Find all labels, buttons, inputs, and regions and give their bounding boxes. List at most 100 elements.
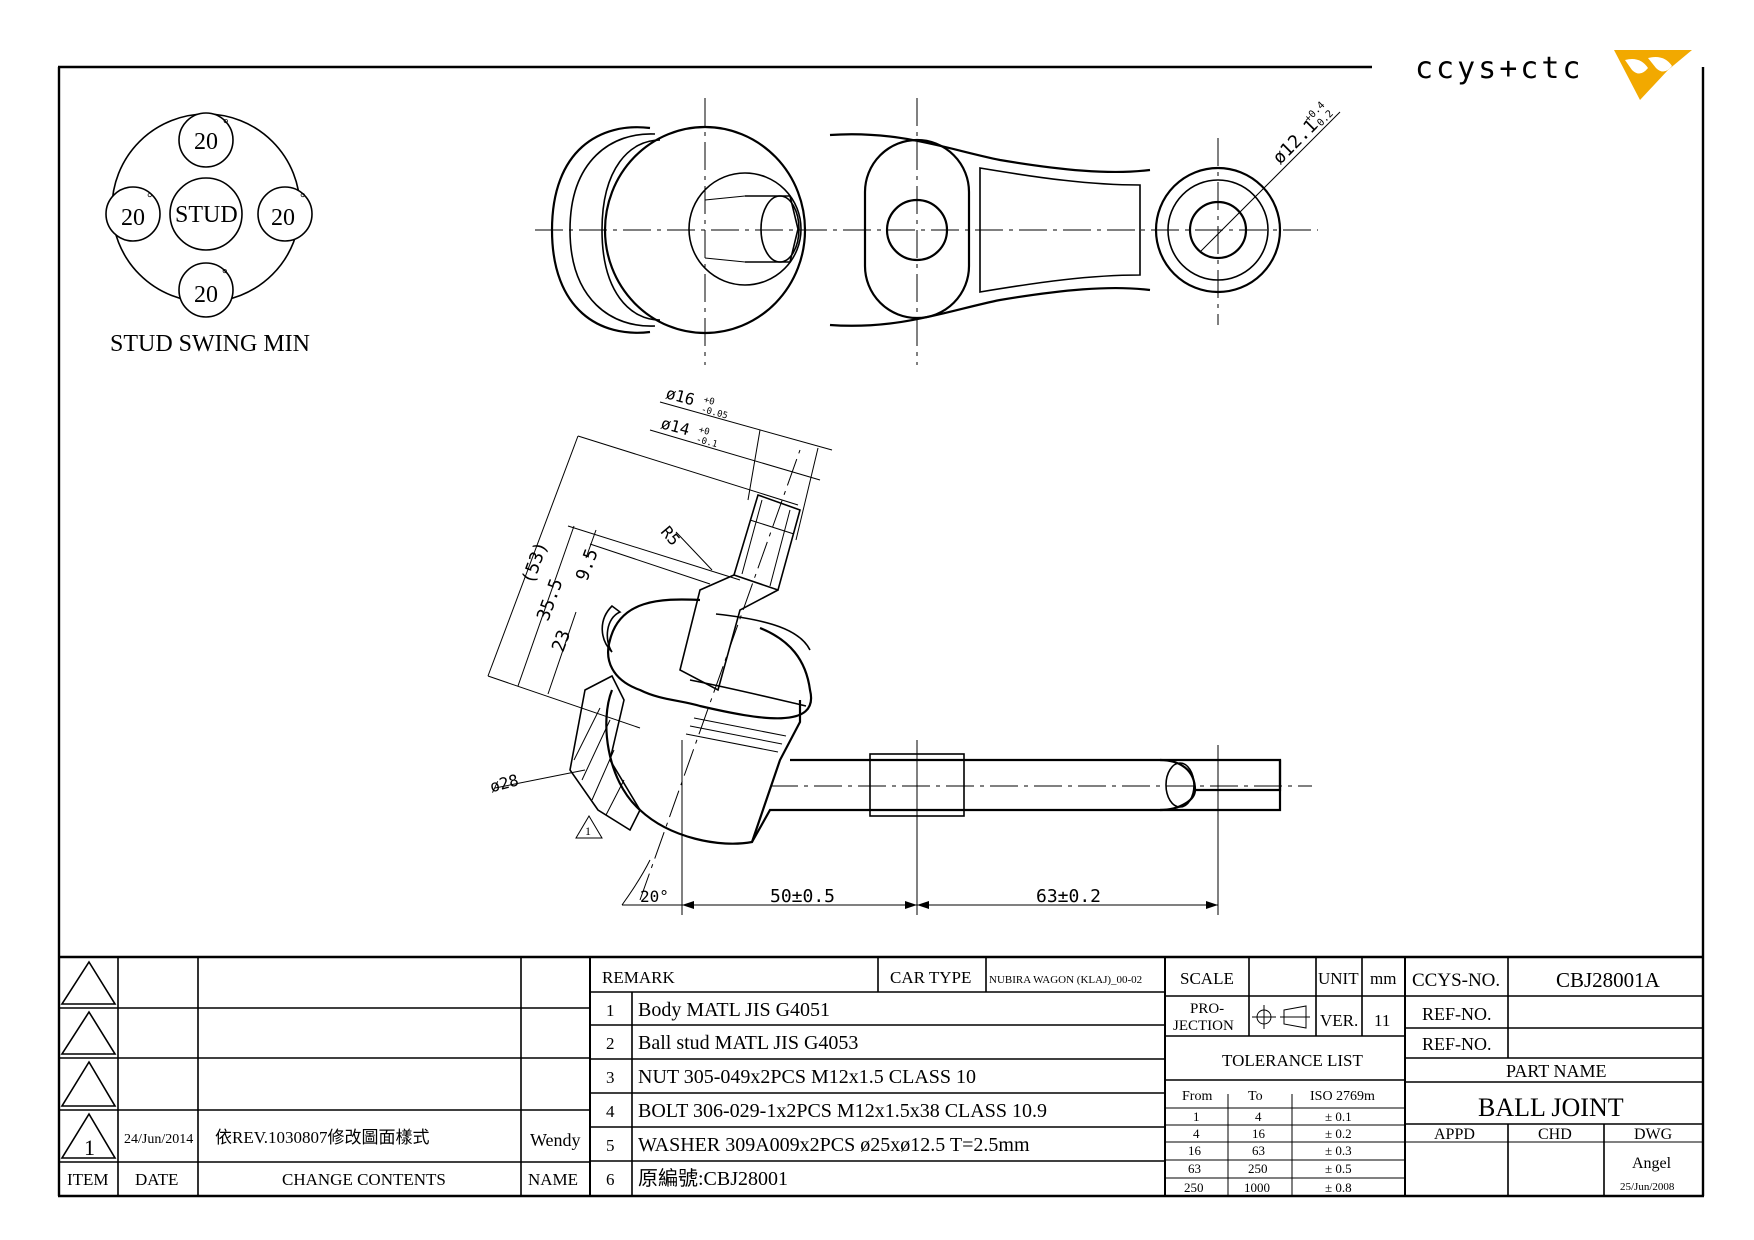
unit-value: mm	[1370, 969, 1396, 988]
hatch-4	[605, 779, 625, 816]
ext-53-bot	[487, 675, 641, 729]
rev-header-content: CHANGE CONTENTS	[282, 1170, 446, 1189]
top-view: ø12.1 +0.4 -0.2	[535, 98, 1341, 365]
d28-label: ø28	[488, 770, 521, 796]
d16-tol-lower: -0.05	[700, 405, 729, 422]
remark-text-4: BOLT 306-029-1x2PCS M12x1.5x38 CLASS 10.…	[638, 1100, 1047, 1122]
remark-text-1: Body MATL JIS G4051	[638, 999, 830, 1021]
tol-r4-from: 63	[1188, 1161, 1201, 1176]
remark-text-6: 原編號:CBJ28001	[638, 1167, 788, 1190]
appd-label: APPD	[1434, 1126, 1475, 1143]
stud-line-2	[704, 257, 746, 263]
remark-no-4: 4	[606, 1102, 615, 1121]
revision-table: 1 24/Jun/2014 依REV.1030807修改圖面樣式 Wendy I…	[59, 955, 591, 1196]
dim-arrow-a	[682, 901, 694, 909]
swing-right-circle	[257, 186, 313, 242]
scale-label: SCALE	[1180, 969, 1234, 988]
chd-label: CHD	[1538, 1126, 1572, 1143]
logo-mark-cutout	[1625, 59, 1648, 74]
dim-50-label: 50±0.5	[770, 886, 835, 907]
rev-triangle-2	[60, 1010, 117, 1055]
hatch-1	[573, 707, 601, 761]
swing-top-value: 20	[194, 129, 218, 155]
hole-dim-leader	[1199, 111, 1341, 253]
ccys-no-value: CBJ28001A	[1556, 968, 1661, 992]
ball-housing	[605, 689, 802, 845]
rev-item-1: 1	[84, 1135, 95, 1160]
dim-23-label: 23	[548, 627, 575, 655]
swing-bottom-degree: °	[222, 267, 228, 282]
d14-leader	[649, 429, 821, 481]
swing-center-label: STUD	[175, 202, 238, 228]
hatch-3	[591, 749, 615, 801]
swing-bottom-circle	[178, 262, 234, 318]
dim-53-line	[487, 435, 579, 677]
remark-header: REMARK	[602, 968, 675, 987]
d16-ext	[747, 429, 761, 501]
ext-53-top	[577, 435, 799, 506]
d16-label: ø16	[664, 384, 697, 410]
dim-23-line	[547, 611, 577, 695]
company-logo: ccys+ctc	[1415, 50, 1692, 100]
rev-triangle-number: 1	[585, 824, 591, 838]
hole-dim-label: ø12.1 +0.4 -0.2	[1269, 100, 1336, 169]
rev-header-name: NAME	[528, 1170, 578, 1189]
front-view: 50±0.5 63±0.2 20° (53) 35.5 23 9.5	[487, 384, 1312, 915]
swing-caption: STUD SWING MIN	[110, 331, 310, 357]
logo-mark-cutout-2	[1648, 57, 1672, 72]
rev-name-1: Wendy	[530, 1130, 581, 1150]
swing-bottom-value: 20	[194, 282, 218, 308]
d16-tol-upper: +0	[702, 395, 715, 407]
remark-text-5: WASHER 309A009x2PCS ø25xø12.5 T=2.5mm	[638, 1134, 1030, 1156]
car-type-label: CAR TYPE	[890, 968, 971, 987]
tol-r3-to: 63	[1252, 1143, 1265, 1158]
swing-top-circle	[178, 112, 234, 168]
logo-text: ccys+ctc	[1415, 51, 1584, 86]
swing-center-circle	[169, 177, 243, 251]
swing-right-degree: °	[300, 191, 306, 206]
shoulder-line-2	[689, 725, 783, 745]
stud-end	[760, 195, 800, 263]
part-name-value: BALL JOINT	[1478, 1093, 1624, 1122]
d16-leader	[659, 401, 833, 451]
tol-r1-from: 1	[1193, 1109, 1200, 1124]
tol-header-to: To	[1248, 1089, 1263, 1104]
hatch-2	[581, 719, 611, 781]
tol-header-from: From	[1182, 1089, 1212, 1104]
remark-text-3: NUT 305-049x2PCS M12x1.5 CLASS 10	[638, 1066, 976, 1088]
d14-tol-upper: +0	[697, 425, 710, 437]
rev-triangle	[575, 815, 603, 839]
ref-no-label-2: REF-NO.	[1422, 1034, 1492, 1054]
remark-no-2: 2	[606, 1034, 615, 1053]
boot-lip	[601, 604, 622, 653]
tol-r4-iso: ± 0.5	[1325, 1161, 1352, 1176]
rev-date-1: 24/Jun/2014	[124, 1132, 193, 1147]
arm-tip-end	[1165, 762, 1195, 808]
stud-neck	[679, 574, 779, 692]
arm-tip	[1160, 758, 1282, 812]
dim-arrow-b	[905, 901, 917, 909]
dim-9-label-group: 9.5	[572, 546, 603, 584]
dim-arrow-c	[917, 901, 929, 909]
swing-right-value: 20	[271, 205, 295, 231]
tol-r4-to: 250	[1248, 1161, 1268, 1176]
tol-r1-iso: ± 0.1	[1325, 1109, 1352, 1124]
shoulder-line-3	[685, 733, 779, 753]
shoulder-line-1	[693, 717, 787, 737]
dim-63-label: 63±0.2	[1036, 886, 1101, 907]
remark-table: REMARK CAR TYPE NUBIRA WAGON (KLAJ)_00-0…	[590, 955, 1703, 1196]
projection-label-1: PRO-	[1190, 1001, 1224, 1017]
swing-top-degree: °	[223, 117, 229, 132]
tolerance-title: TOLERANCE LIST	[1222, 1051, 1363, 1070]
tol-r3-iso: ± 0.3	[1325, 1143, 1352, 1158]
d28-leader	[494, 769, 586, 789]
dwg-label: DWG	[1634, 1126, 1673, 1143]
stud-swing-diagram: 20 ° 20 ° 20 ° 20 ° STUD STUD SWING MIN	[105, 112, 313, 357]
tol-r5-to: 1000	[1244, 1180, 1270, 1195]
stud-outer	[688, 172, 802, 286]
arm-side-bottom	[751, 789, 1197, 843]
boot-ring-2	[689, 679, 807, 707]
ver-label: VER.	[1320, 1011, 1358, 1030]
swing-left-circle	[105, 186, 161, 242]
tol-r2-from: 4	[1193, 1126, 1200, 1141]
